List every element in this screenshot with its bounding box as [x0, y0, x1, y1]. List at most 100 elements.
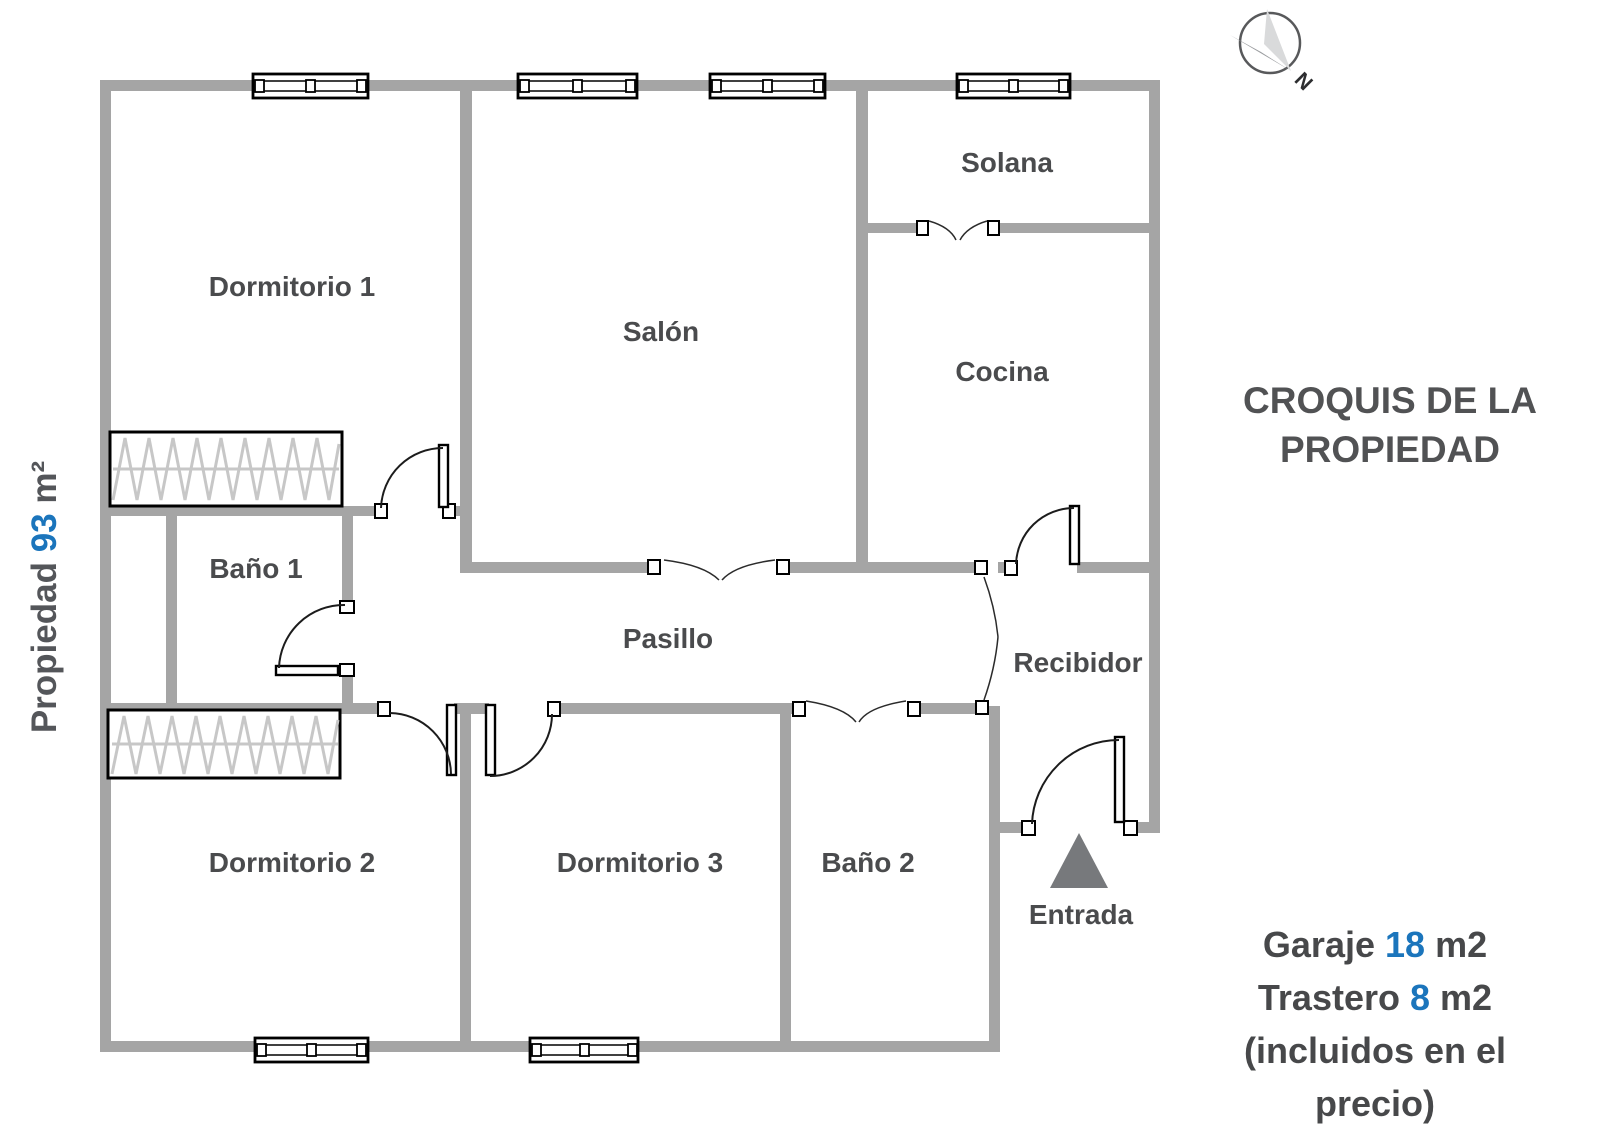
wall-segment: [868, 223, 919, 233]
opening-bano-2: [792, 700, 921, 723]
opening-curve: [858, 700, 907, 723]
room-label-cocina: Cocina: [955, 356, 1049, 387]
page-title-line-2: PROPIEDAD: [1280, 429, 1500, 470]
opening-jamb: [916, 220, 929, 236]
door-swing-arc: [1031, 739, 1120, 825]
wall-segment: [780, 703, 791, 1041]
door-swing-arc: [1015, 507, 1075, 565]
door-dormitorio-3: [484, 701, 561, 777]
wall-segment: [1149, 80, 1160, 833]
door-jamb: [1021, 820, 1036, 836]
compass-needle-dark: [1230, 35, 1291, 71]
annex-info: Garaje 18 m2 Trastero 8 m2 (incluidos en…: [1160, 918, 1590, 1130]
opening-jamb: [776, 559, 790, 575]
window-dormitorio-1: [251, 72, 370, 100]
opening-curve: [805, 700, 857, 723]
door-leaf: [484, 703, 497, 777]
wall-segment: [454, 703, 489, 714]
window-solana: [955, 72, 1072, 100]
room-label-bano-1: Baño 1: [209, 553, 302, 584]
door-jamb: [547, 701, 561, 717]
opening-jamb: [987, 220, 1000, 236]
storage-line: Trastero 8 m2: [1160, 971, 1590, 1024]
room-label-dormitorio-2: Dormitorio 2: [209, 847, 375, 878]
property-area-value: 93: [25, 513, 64, 553]
door-jamb: [339, 663, 355, 677]
door-jamb: [339, 600, 355, 614]
door-dormitorio-2: [377, 701, 458, 777]
storage-unit: m2: [1440, 977, 1493, 1018]
door-swing-arc: [489, 713, 553, 777]
opening-jamb: [792, 701, 806, 717]
wall-segment: [1135, 822, 1160, 833]
wall-segment: [920, 703, 989, 714]
door-swing-arc: [380, 447, 444, 509]
door-leaf: [445, 703, 458, 777]
door-jamb: [1123, 820, 1138, 836]
opening-curve: [663, 559, 720, 581]
wall-segment: [166, 516, 177, 708]
opening-solana: [916, 220, 1000, 241]
opening-curve: [983, 636, 999, 701]
wall-segment: [342, 664, 353, 714]
wall-segment: [460, 85, 472, 573]
wall-segment: [998, 223, 1160, 233]
room-label-pasillo: Pasillo: [623, 623, 713, 654]
compass-north-label: N: [1290, 68, 1317, 95]
wall-segment: [560, 703, 795, 714]
entrance-arrow-icon: [1050, 833, 1108, 888]
page-title: CROQUIS DE LA PROPIEDAD: [1180, 376, 1600, 474]
opening-curve: [983, 576, 999, 638]
garage-unit: m2: [1435, 924, 1488, 965]
page-title-line-1: CROQUIS DE LA: [1243, 380, 1537, 421]
wall-segment: [342, 506, 353, 604]
window-salon-right: [708, 72, 827, 100]
opening-curve: [928, 220, 957, 241]
door-entrada: [1021, 735, 1138, 836]
note-line-2: precio): [1314, 1083, 1436, 1124]
door-jamb: [1004, 560, 1018, 576]
room-label-bano-2: Baño 2: [821, 847, 914, 878]
wall-segment: [989, 706, 1000, 1052]
opening-jamb: [907, 701, 921, 717]
room-label-dormitorio-1: Dormitorio 1: [209, 271, 375, 302]
closet-dormitorio-2: [106, 708, 342, 780]
window-dormitorio-3: [528, 1036, 640, 1064]
opening-jamb: [647, 559, 661, 575]
room-label-salon: Salón: [623, 316, 699, 347]
wall-segment: [1077, 562, 1149, 573]
storage-value: 8: [1410, 977, 1431, 1018]
door-swing-arc: [278, 603, 346, 669]
wall-segment: [856, 85, 868, 573]
door-dormitorio-1: [374, 443, 456, 519]
wall-segment: [460, 703, 471, 1041]
property-area-label: Propiedad 93 m²: [25, 415, 65, 779]
compass-needle-light: [1264, 9, 1291, 71]
closet-dormitorio-1: [108, 430, 344, 508]
property-area-unit: m²: [25, 460, 64, 504]
door-bano-1: [274, 600, 355, 677]
wall-segment: [790, 562, 975, 573]
room-label-recibidor: Recibidor: [1013, 647, 1142, 678]
window-dormitorio-2: [253, 1036, 370, 1064]
opening-curve: [721, 559, 776, 581]
door-swing-arc: [389, 712, 452, 775]
wall-segment: [460, 562, 650, 573]
window-frame: [253, 1036, 370, 1064]
wall-segment: [100, 80, 111, 1052]
compass-icon: N: [1230, 9, 1317, 95]
opening-recibidor: [974, 560, 999, 715]
door-leaf: [274, 664, 340, 677]
window-salon-left: [516, 72, 639, 100]
door-leaf: [437, 443, 450, 509]
room-label-solana: Solana: [961, 147, 1053, 178]
entrance-label: Entrada: [1029, 899, 1134, 930]
compass-ring: [1238, 11, 1302, 75]
garage-label: Garaje: [1262, 924, 1375, 965]
opening-salon: [647, 559, 790, 581]
garage-line: Garaje 18 m2: [1160, 918, 1590, 971]
door-leaf: [1113, 735, 1126, 824]
garage-value: 18: [1385, 924, 1426, 965]
